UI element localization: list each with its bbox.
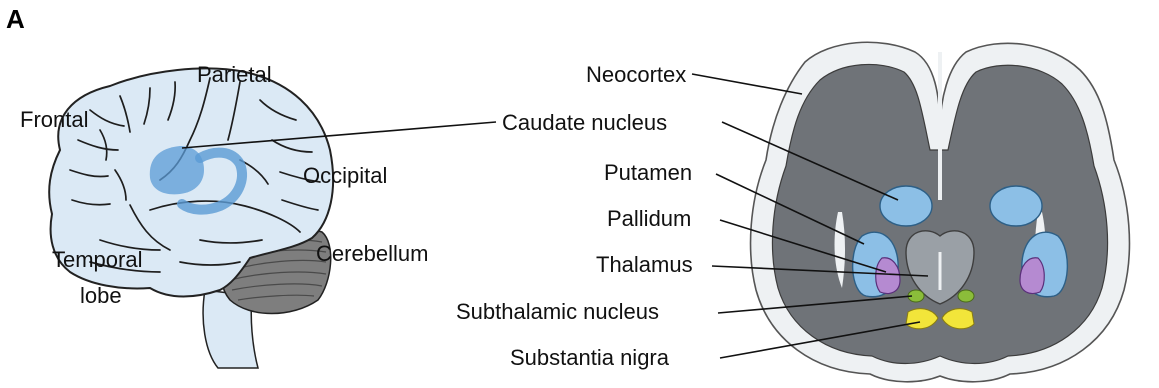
- label-lobe: lobe: [80, 283, 122, 308]
- label-occipital: Occipital: [303, 163, 387, 188]
- label-substantia-nigra: Substantia nigra: [510, 345, 670, 370]
- panel-label: A: [6, 4, 25, 34]
- caudate-right: [990, 186, 1042, 226]
- label-putamen: Putamen: [604, 160, 692, 185]
- label-caudate-nucleus: Caudate nucleus: [502, 110, 667, 135]
- label-pallidum: Pallidum: [607, 206, 691, 231]
- label-frontal: Frontal: [20, 107, 88, 132]
- lateral-brain-view: [49, 68, 333, 368]
- label-temporal: Temporal: [52, 247, 142, 272]
- label-cerebellum: Cerebellum: [316, 241, 429, 266]
- subthalamic-right: [958, 290, 974, 302]
- label-parietal: Parietal: [197, 62, 272, 87]
- label-thalamus: Thalamus: [596, 252, 693, 277]
- label-subthalamic-nucleus: Subthalamic nucleus: [456, 299, 659, 324]
- label-neocortex: Neocortex: [586, 62, 686, 87]
- caudate-left: [880, 186, 932, 226]
- coronal-section: [751, 42, 1130, 382]
